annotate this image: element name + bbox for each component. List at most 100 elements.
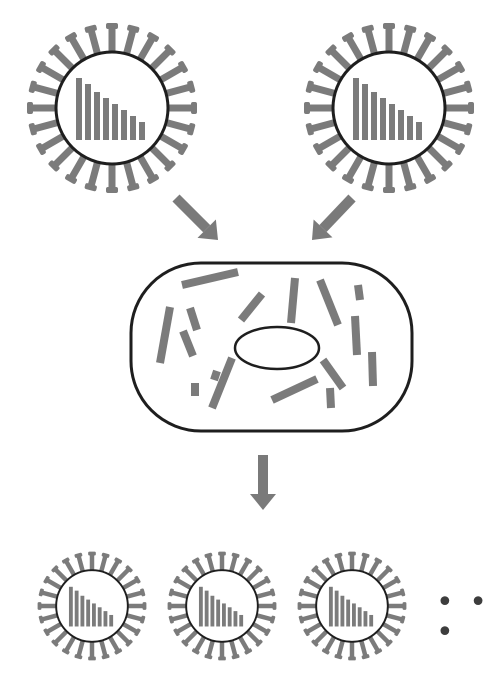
spike-head	[61, 557, 70, 564]
spike-head	[244, 648, 253, 655]
spike	[375, 629, 391, 645]
spike	[324, 634, 337, 653]
genome-segment	[371, 92, 377, 140]
spike-ring	[37, 551, 147, 661]
genome-segment	[76, 78, 82, 140]
spike-head	[383, 187, 395, 193]
spike-head	[374, 557, 383, 564]
genome-segment	[97, 607, 102, 627]
spike-head	[303, 575, 310, 584]
spike	[162, 118, 193, 133]
more-progeny-ellipsis: • • •	[436, 585, 490, 650]
genome-segment	[357, 607, 362, 627]
spike	[336, 554, 345, 574]
spike-head	[187, 123, 196, 136]
genome-segment	[92, 603, 96, 627]
spike-head	[264, 575, 271, 584]
spike	[68, 152, 88, 181]
spike-head	[303, 628, 310, 637]
spike-head	[125, 565, 133, 573]
genome-fragment	[270, 375, 319, 404]
spike-head	[305, 123, 314, 136]
spike-head	[147, 174, 159, 184]
spike-head	[84, 183, 97, 192]
genome-fragment	[156, 306, 174, 364]
spike	[328, 144, 353, 169]
spike	[87, 27, 102, 58]
spike-head	[361, 183, 374, 192]
progeny-virus-3	[297, 551, 407, 661]
genome-segments	[76, 78, 145, 140]
spike-head	[272, 602, 277, 610]
spike-head	[361, 24, 374, 33]
spike-head	[441, 44, 453, 56]
spike	[120, 578, 139, 591]
spike-head	[244, 557, 253, 564]
spike-head	[374, 648, 383, 655]
arrow-head	[250, 494, 276, 510]
spike-head	[264, 628, 271, 637]
spike-head	[181, 565, 189, 573]
spike-head	[36, 61, 46, 73]
progeny-virus-2	[167, 551, 277, 661]
spike-head	[218, 551, 226, 556]
spike-head	[464, 123, 473, 136]
genome-segment	[346, 599, 351, 627]
genome-segment	[407, 116, 413, 140]
genome-fragment	[210, 369, 221, 382]
genome-segment	[239, 614, 244, 627]
spike-head	[204, 654, 213, 660]
genome-segment	[103, 611, 108, 627]
spike-head	[48, 44, 60, 56]
spike	[345, 35, 365, 64]
nucleus	[233, 325, 321, 371]
spike	[53, 567, 69, 583]
genome-segment	[334, 590, 339, 627]
spike	[384, 613, 404, 622]
spike	[107, 634, 120, 653]
spike	[425, 144, 450, 169]
spike	[183, 567, 199, 583]
spike	[31, 83, 62, 98]
spike-head	[298, 588, 304, 597]
spike	[136, 35, 156, 64]
spike	[413, 35, 433, 64]
spike-head	[38, 588, 44, 597]
genome-fragment	[351, 315, 361, 356]
spike-head	[255, 565, 263, 573]
spike-head	[385, 639, 393, 647]
spike	[206, 638, 215, 658]
spike-head	[28, 123, 37, 136]
spike-head	[114, 557, 123, 564]
spike	[40, 590, 60, 599]
spike	[237, 634, 250, 653]
spike	[39, 132, 68, 152]
genome-fragment	[186, 306, 201, 332]
genome-segment	[80, 595, 85, 627]
spike	[162, 83, 193, 98]
genome-fragment	[326, 387, 335, 409]
genome-segments	[68, 586, 114, 627]
spike	[359, 554, 368, 574]
genome-segment	[398, 110, 404, 140]
spike	[122, 27, 137, 58]
spike	[206, 554, 215, 574]
spike	[324, 559, 337, 578]
genome-segment	[68, 586, 73, 627]
spike	[425, 47, 450, 72]
spike	[300, 613, 320, 622]
spike-head	[65, 32, 77, 42]
spike	[380, 621, 399, 634]
spike	[254, 590, 274, 599]
parent-virus-left	[27, 23, 197, 193]
spike-head	[43, 628, 50, 637]
spike-head	[84, 24, 97, 33]
spike	[45, 578, 64, 591]
spike-head	[270, 615, 276, 624]
spike	[313, 629, 329, 645]
envelope	[185, 569, 259, 643]
genome-fragments	[156, 268, 377, 410]
spike-head	[383, 23, 395, 29]
